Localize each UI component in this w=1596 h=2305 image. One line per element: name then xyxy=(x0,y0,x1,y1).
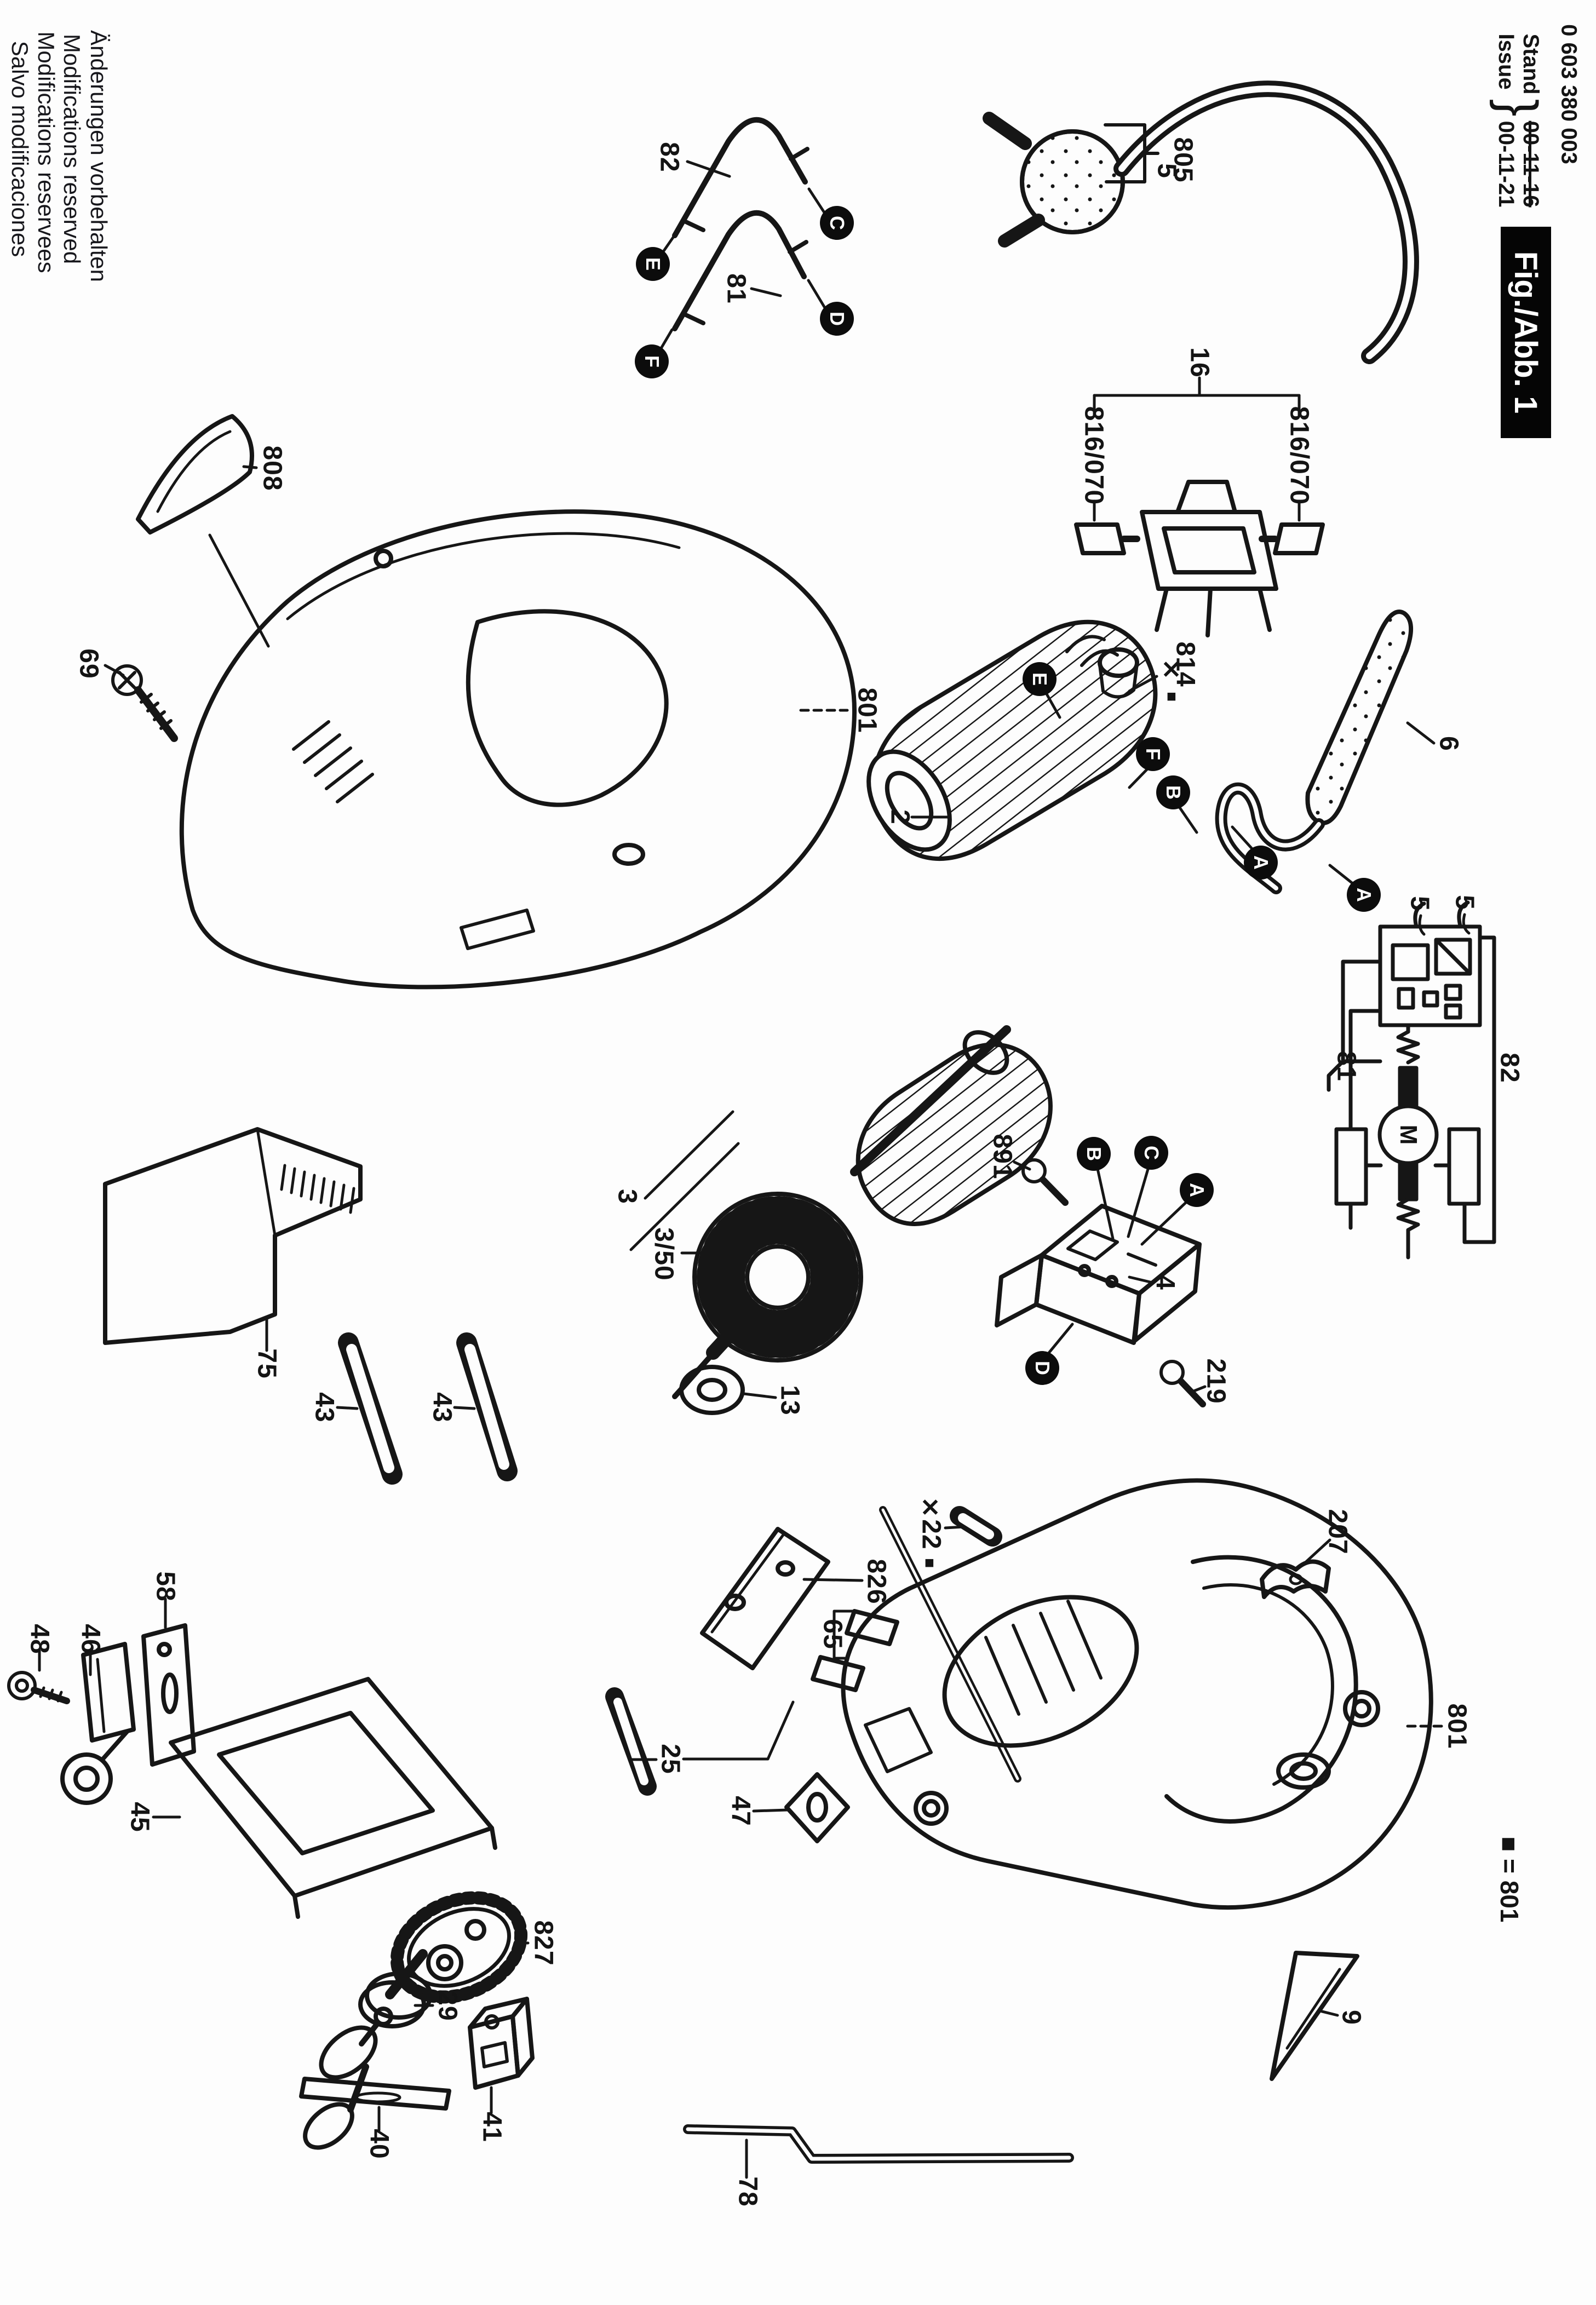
part-label-82: 82 xyxy=(655,142,684,173)
blade-holder-artwork xyxy=(7,1623,497,1919)
cord-guide-artwork xyxy=(1215,610,1414,894)
wire-marker-F: F xyxy=(635,344,669,378)
part-label-16: 16 xyxy=(1185,347,1214,378)
armature-artwork xyxy=(672,1025,1053,1415)
stator-artwork xyxy=(866,619,1158,861)
wiring-schematic-artwork xyxy=(1327,900,1496,1260)
part-label-41: 41 xyxy=(477,2112,507,2142)
part-label-3: 3 xyxy=(612,1189,642,1204)
part-label-81: 81 xyxy=(721,273,751,304)
part-label-219: 219 xyxy=(1201,1358,1231,1404)
wire-marker-F: F xyxy=(1136,737,1170,771)
part-label-M: M xyxy=(1395,1124,1422,1145)
symbol--: ✕ xyxy=(1157,659,1184,680)
part-label-891: 891 xyxy=(988,1134,1017,1180)
wire-marker-B: B xyxy=(1156,775,1190,809)
part-label-4: 4 xyxy=(1150,1275,1180,1290)
part-label-43: 43 xyxy=(309,1392,339,1423)
part-label-207: 207 xyxy=(1323,1509,1352,1555)
part-label-816-070: 816/070 xyxy=(1284,406,1314,505)
part-label-81: 81 xyxy=(1331,1051,1361,1082)
part-label-82: 82 xyxy=(1495,1053,1524,1083)
part-label-46: 46 xyxy=(76,1624,105,1654)
gear-train-artwork xyxy=(299,1891,535,2150)
brush-holder-artwork xyxy=(1074,480,1325,637)
wire-marker-D: D xyxy=(820,302,854,336)
part-label-29: 29 xyxy=(433,1991,462,2021)
symbol--: ✕ xyxy=(916,1497,943,1517)
part-label-75: 75 xyxy=(252,1348,282,1379)
part-label-47: 47 xyxy=(726,1796,755,1826)
part-label-816-070: 816/070 xyxy=(1079,406,1109,505)
symbol--: ■ xyxy=(921,1557,939,1568)
part-label-801: 801 xyxy=(852,687,882,733)
wire-marker-E: E xyxy=(636,247,670,281)
part-label-5: 5 xyxy=(1152,163,1181,179)
wire-marker-D: D xyxy=(1025,1351,1059,1385)
part-label-45: 45 xyxy=(125,1802,154,1832)
leader-lines xyxy=(38,160,1471,2179)
symbol--: ■ xyxy=(1163,691,1181,702)
power-plug-artwork xyxy=(983,81,1419,364)
part-label-3-50: 3/50 xyxy=(649,1227,679,1281)
wire-marker-A: A xyxy=(1347,878,1381,912)
part-label-78: 78 xyxy=(733,2176,762,2207)
part-label-808: 808 xyxy=(257,445,287,491)
cable-82-artwork xyxy=(672,117,810,238)
part-label-48: 48 xyxy=(25,1624,54,1654)
wire-marker-B: B xyxy=(1077,1137,1111,1171)
part-label-65: 65 xyxy=(818,1619,847,1649)
part-label-43: 43 xyxy=(427,1392,457,1423)
wire-marker-C: C xyxy=(820,206,854,240)
cable-81-artwork xyxy=(672,210,808,331)
wire-marker-A: A xyxy=(1244,846,1278,880)
part-label-58: 58 xyxy=(151,1571,180,1602)
screw-69-artwork xyxy=(111,664,178,742)
switch-artwork xyxy=(995,1158,1206,1407)
part-label-13: 13 xyxy=(775,1385,805,1416)
lower-housing-artwork xyxy=(841,1478,1433,2081)
upper-housing-artwork xyxy=(179,509,857,990)
support-plate-artwork xyxy=(605,1506,1021,1843)
wire-marker-C: C xyxy=(1134,1136,1168,1170)
part-label-69: 69 xyxy=(74,648,104,679)
wire-marker-A: A xyxy=(1180,1173,1214,1207)
part-label-5: 5 xyxy=(1405,896,1434,911)
part-label-2: 2 xyxy=(885,809,915,825)
part-label-827: 827 xyxy=(529,1920,558,1966)
part-label-801: 801 xyxy=(1442,1703,1472,1749)
wire-marker-E: E xyxy=(1023,662,1057,696)
part-label-5: 5 xyxy=(1450,895,1479,910)
guard-rod-artwork xyxy=(683,2124,1074,2164)
part-label-25: 25 xyxy=(656,1744,685,1774)
part-label-40: 40 xyxy=(364,2129,394,2159)
part-label-9: 9 xyxy=(1336,2010,1366,2025)
part-label-6: 6 xyxy=(1434,736,1463,751)
part-label-826: 826 xyxy=(862,1559,891,1605)
cover-plate-artwork xyxy=(103,1127,518,1485)
part-label-22: 22 xyxy=(916,1519,946,1550)
